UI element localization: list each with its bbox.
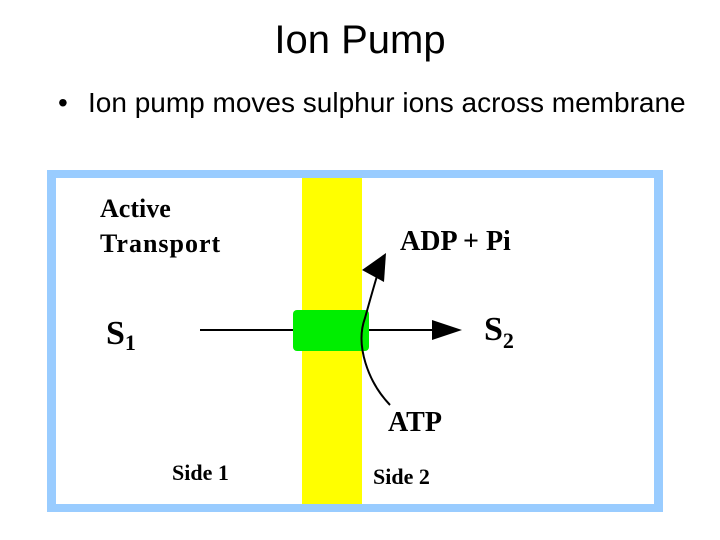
adp-arrow-head (362, 253, 386, 282)
left-species-label: S1 (106, 315, 136, 355)
left-subscript: 1 (125, 330, 136, 355)
reactant-label: ATP (388, 407, 442, 438)
right-subscript: 2 (503, 328, 514, 353)
side-1-label: Side 1 (172, 460, 229, 485)
slide-title: Ion Pump (274, 18, 446, 62)
heading-line-2: Transport (100, 229, 221, 258)
right-species-label: S2 (484, 311, 514, 353)
product-text: ADP + Pi (400, 226, 511, 257)
left-species: S (106, 315, 125, 352)
right-species: S (484, 311, 503, 348)
pump-protein (293, 310, 369, 351)
heading-line-1: Active (100, 194, 171, 223)
bullet-item: • Ion pump moves sulphur ions across mem… (58, 86, 698, 120)
bullet-text: Ion pump moves sulphur ions across membr… (88, 87, 686, 118)
bullet-marker: • (58, 87, 68, 118)
transport-arrow-head (432, 320, 462, 340)
atp-conversion-curve (360, 275, 391, 406)
product-label: ADP + Pi (400, 226, 511, 257)
side-2-label: Side 2 (373, 464, 430, 489)
